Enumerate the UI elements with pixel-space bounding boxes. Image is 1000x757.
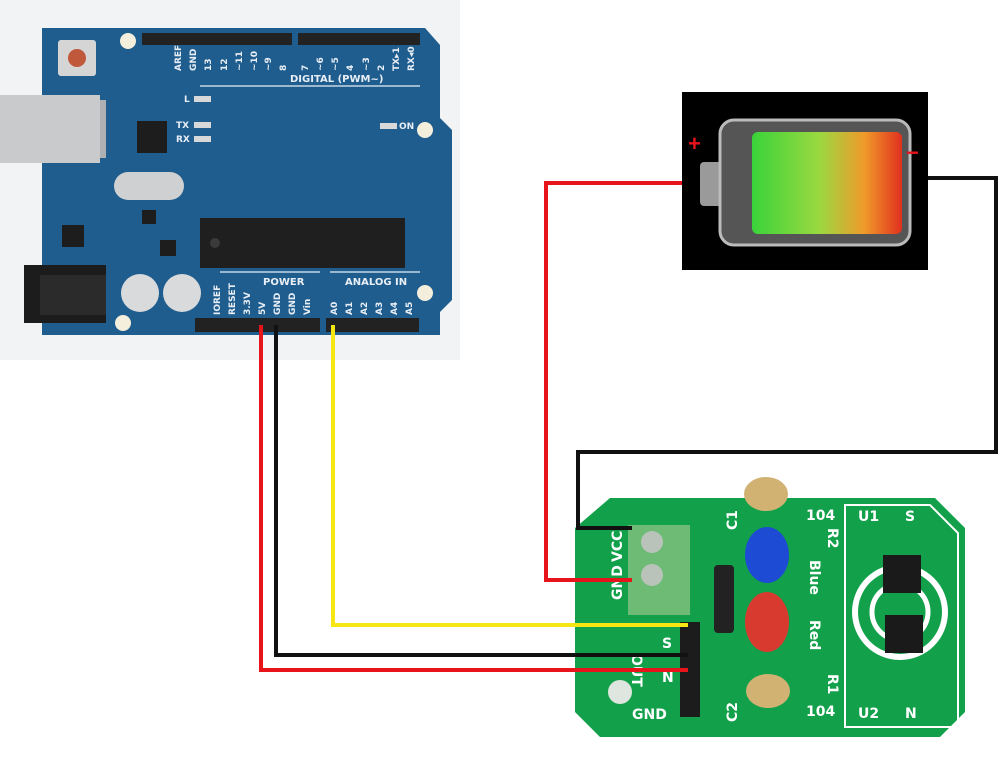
pin-label: A2	[360, 302, 370, 315]
c1-value-label: 104	[806, 508, 835, 524]
pin-label: 12	[220, 58, 230, 71]
microcontroller-chip	[200, 218, 405, 268]
power-header	[195, 318, 320, 332]
s-pin-label: S	[662, 636, 672, 652]
usb-port	[0, 95, 100, 163]
wire-battery-minus-to-gnd	[576, 176, 998, 530]
pin-label: 5V	[258, 302, 268, 315]
pin-label: ~11	[235, 51, 245, 71]
gnd-terminal-label: GND	[610, 565, 626, 600]
pin-label: GND	[189, 49, 199, 71]
c1-label: C1	[725, 510, 741, 530]
hall-sensor-u1	[883, 555, 921, 593]
pin-label: A5	[405, 302, 415, 315]
power-label: POWER	[263, 277, 305, 288]
pin-header	[680, 622, 700, 717]
digital-header-2	[298, 33, 420, 45]
r1-label: R1	[824, 674, 840, 695]
n-pin-label: N	[662, 670, 674, 686]
r2-label: R2	[824, 528, 840, 549]
hall-sensor-u2	[885, 615, 923, 653]
battery-minus-label: −	[906, 140, 919, 165]
u2-n-label: N	[905, 706, 917, 722]
wire-a0-to-out	[331, 325, 688, 627]
c2-label: C2	[725, 702, 741, 722]
led-l	[194, 96, 211, 102]
crystal	[114, 172, 184, 200]
pin-label: Vin	[303, 299, 313, 315]
led-tx-label: TX	[176, 121, 189, 131]
digital-header-1	[142, 33, 292, 45]
wire-gnd-to-gnd	[274, 325, 688, 657]
blue-label: Blue	[806, 560, 822, 595]
arduino-board: AREF GND 13 12 ~11 ~10 ~9 8 7 ~6 ~5 4 ~3 2 TX▸1 RX◂0 IO…	[0, 28, 452, 335]
pin-label: 13	[204, 58, 214, 71]
pin-label: A1	[345, 302, 355, 315]
led-tx	[194, 122, 211, 128]
vcc-terminal-label: VCC	[610, 531, 626, 562]
battery: + −	[682, 92, 928, 270]
gnd-pin-label: GND	[632, 707, 667, 723]
pin-label: A0	[330, 302, 340, 315]
pin-label: 8	[279, 65, 289, 71]
led-l-label: L	[184, 95, 190, 105]
blue-led	[745, 527, 789, 583]
u2-label: U2	[858, 706, 879, 722]
analog-in-label: ANALOG IN	[345, 277, 407, 288]
pin-label: ~9	[264, 57, 274, 71]
capacitor-c2	[746, 674, 790, 708]
wire-5v-to-vcc	[259, 325, 688, 672]
pin-label: GND	[273, 293, 283, 315]
battery-plus-label: +	[688, 131, 701, 156]
pin-label: RESET	[228, 282, 238, 315]
led-rx-label: RX	[176, 135, 190, 145]
pin-label: ~3	[362, 57, 372, 71]
pin-label: IOREF	[213, 285, 223, 315]
pin-label: 7	[301, 65, 311, 71]
red-label: Red	[806, 620, 822, 650]
pin-label: GND	[288, 293, 298, 315]
pin-label: TX▸1	[392, 47, 402, 71]
c2-value-label: 104	[806, 704, 835, 720]
pin-label: ~5	[331, 57, 341, 71]
pin-label: A3	[375, 302, 385, 315]
hall-sensor-board: GND VCC OUT S N GND C1 C2 104 104 R2 R1 …	[575, 477, 965, 737]
pin-label: ~10	[250, 51, 260, 71]
diode	[714, 565, 734, 633]
capacitor	[163, 274, 201, 312]
red-led	[745, 592, 789, 652]
pin-label: 2	[377, 65, 387, 71]
led-rx	[194, 136, 211, 142]
pin-label: 3.3V	[243, 292, 253, 315]
analog-header	[326, 318, 419, 332]
pin-label: ~6	[316, 57, 326, 71]
mounting-hole	[608, 680, 632, 704]
capacitor-c1	[744, 477, 788, 511]
led-on-label: ON	[399, 122, 414, 132]
u1-s-label: S	[905, 509, 915, 525]
pin-label: RX◂0	[407, 46, 417, 71]
u1-label: U1	[858, 509, 879, 525]
pin-label: 4	[346, 65, 356, 71]
digital-pwm-label: DIGITAL (PWM~)	[290, 74, 383, 85]
wire-battery-plus-to-vcc	[544, 181, 682, 582]
pin-label: A4	[390, 302, 400, 315]
pin-label: AREF	[174, 45, 184, 71]
capacitor	[121, 274, 159, 312]
led-on	[380, 123, 397, 129]
